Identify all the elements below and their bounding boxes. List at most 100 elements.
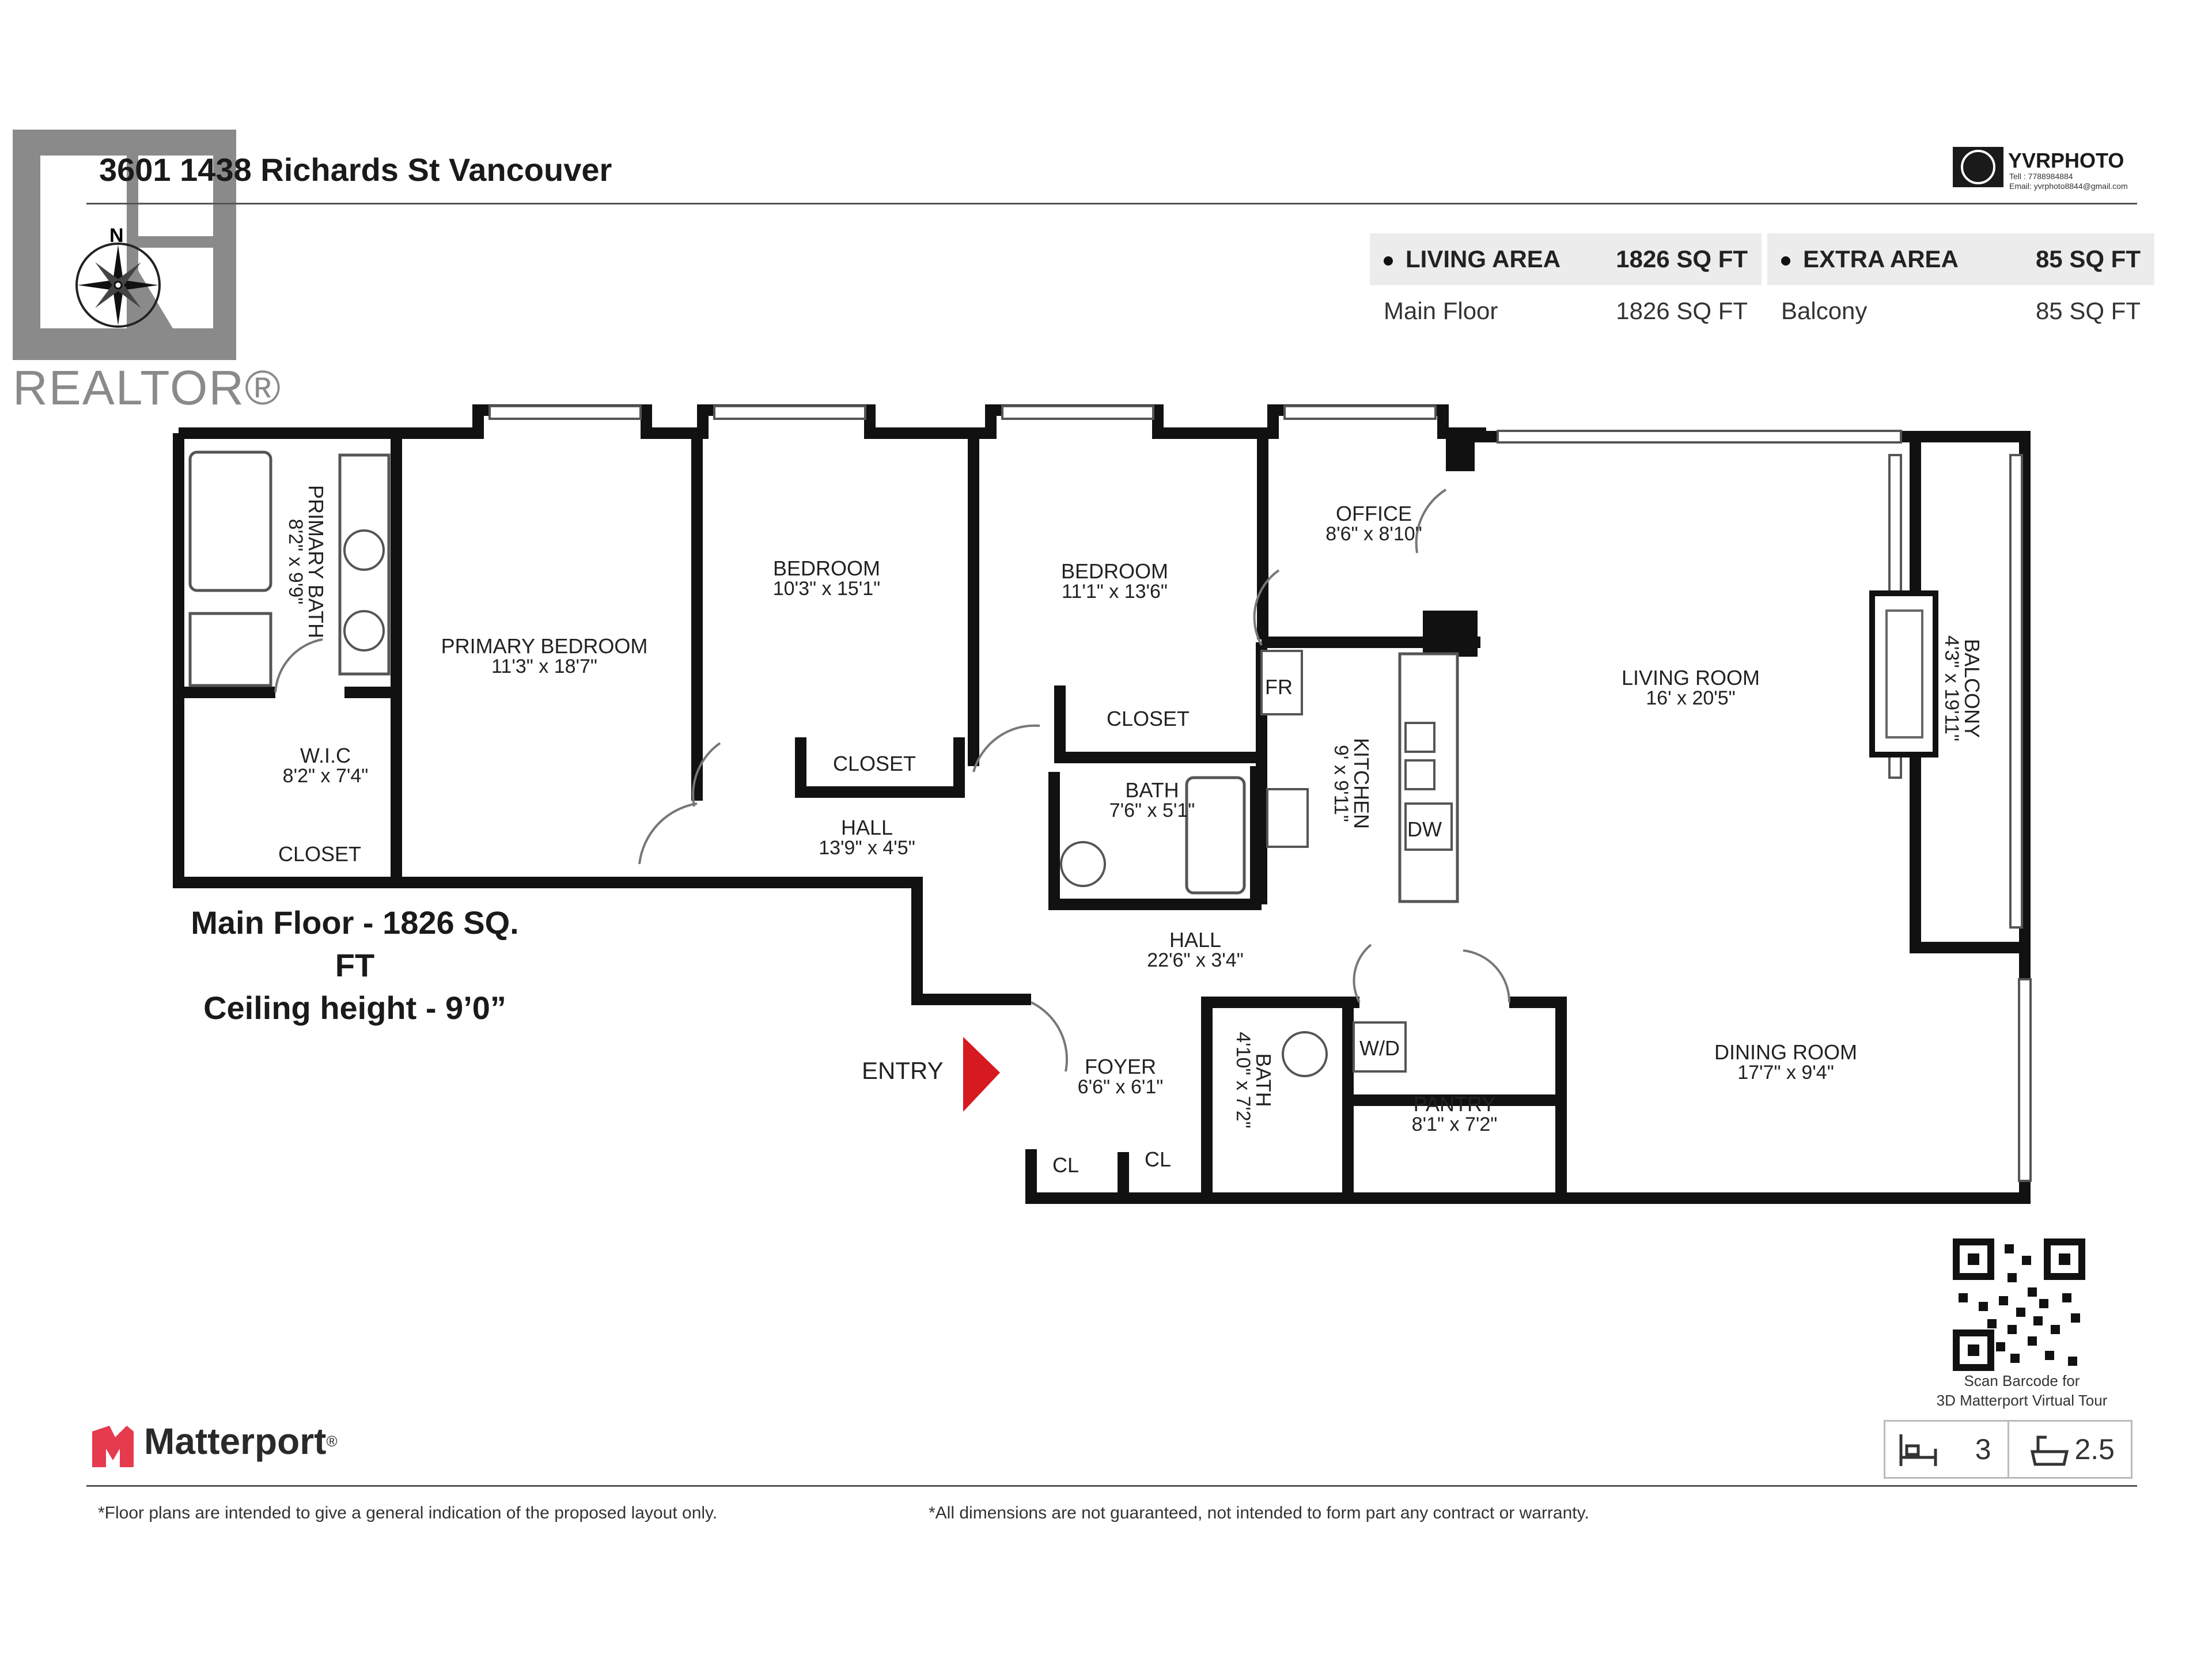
floor-area-text: Main Floor - 1826 SQ. FT — [191, 904, 519, 983]
room-name: LIVING ROOM — [1622, 666, 1760, 690]
photographer-contact: Tell : 7788984884 Email: yvrphoto8844@gm… — [2009, 172, 2128, 191]
living-area-header: LIVING AREA 1826 SQ FT — [1370, 233, 1762, 285]
room-name: HALL — [841, 816, 893, 839]
fixture-label: DW — [1407, 817, 1442, 841]
room-dimensions: 22'6" x 3'4" — [1147, 949, 1244, 971]
balcony-label: Balcony — [1781, 297, 1868, 324]
extra-area-total: 85 SQ FT — [2035, 245, 2141, 272]
qr-code — [1953, 1238, 2085, 1371]
bathtub-icon — [188, 450, 272, 592]
room-dimensions: 8'6" x 8'10" — [1325, 523, 1422, 545]
room-name: FOYER — [1085, 1055, 1156, 1078]
fixture-label: W/D — [1359, 1036, 1400, 1060]
room-name: W.I.C — [300, 744, 351, 767]
footer-divider — [86, 1485, 2137, 1487]
room-dimensions: 6'6" x 6'1" — [1078, 1076, 1164, 1098]
room-dimensions: 4'10" x 7'2" — [1232, 1032, 1254, 1128]
qr-caption-line2: 3D Matterport Virtual Tour — [1936, 1392, 2108, 1409]
room-name: BATH — [1125, 778, 1179, 802]
fixture-label: CLOSET — [1107, 707, 1190, 730]
extra-area-row: Balcony 85 SQ FT — [1767, 285, 2154, 337]
floor-summary: Main Floor - 1826 SQ. FT Ceiling height … — [171, 902, 539, 1029]
toilet-icon — [1060, 841, 1106, 887]
room-name: BATH — [1252, 1053, 1275, 1107]
photographer-name: YVRPHOTO — [2008, 149, 2124, 172]
entry-arrow-icon — [963, 1037, 1000, 1112]
photographer-tel: Tell : 7788984884 — [2009, 172, 2073, 181]
entry-label: ENTRY — [862, 1057, 944, 1084]
extra-area-header: EXTRA AREA 85 SQ FT — [1767, 233, 2154, 285]
living-area-total: 1826 SQ FT — [1616, 245, 1748, 272]
room-name: DINING ROOM — [1714, 1040, 1857, 1064]
room-name: BEDROOM — [1061, 559, 1168, 583]
room-dimensions: 8'2" x 9'9" — [285, 519, 306, 605]
room-name: OFFICE — [1336, 502, 1412, 525]
room-dimensions: 13'9" x 4'5" — [819, 837, 915, 859]
matterport-logo-icon — [92, 1426, 134, 1467]
photographer-email: Email: yvrphoto8844@gmail.com — [2009, 181, 2128, 191]
room-name: PRIMARY BEDROOM — [441, 634, 648, 658]
room-dimensions: 10'3" x 15'1" — [773, 578, 880, 600]
bullet-icon — [1384, 256, 1393, 266]
room-name: BALCONY — [1960, 639, 1984, 738]
room-name: PANTRY — [1414, 1092, 1496, 1116]
extra-area-table: EXTRA AREA 85 SQ FT Balcony 85 SQ FT — [1767, 233, 2154, 337]
room-dimensions: 8'1" x 7'2" — [1412, 1113, 1498, 1135]
qr-caption-line1: Scan Barcode for — [1964, 1372, 2080, 1389]
bed-count: 3 — [1885, 1422, 2008, 1477]
balcony-value: 85 SQ FT — [2035, 297, 2141, 324]
living-area-table: LIVING AREA 1826 SQ FT Main Floor 1826 S… — [1370, 233, 1762, 337]
room-dimensions: 9' x 9'11" — [1330, 745, 1352, 822]
bed-count-value: 3 — [1975, 1433, 1991, 1465]
shower-icon — [188, 612, 272, 687]
room-name: BEDROOM — [773, 556, 880, 580]
bath-count-value: 2.5 — [2074, 1433, 2115, 1465]
room-name: KITCHEN — [1350, 738, 1373, 829]
bullet-icon — [1781, 256, 1790, 266]
fixture-label: CLOSET — [833, 752, 916, 775]
room-dimensions: 7'6" x 5'1" — [1109, 800, 1195, 821]
room-dimensions: 11'1" x 13'6" — [1062, 581, 1168, 603]
bathtub-count-icon — [2030, 1435, 2069, 1466]
matterport-wordmark: Matterport — [144, 1421, 327, 1462]
room-dimensions: 16' x 20'5" — [1646, 687, 1736, 709]
living-area-label: LIVING AREA — [1406, 245, 1561, 272]
ceiling-height-text: Ceiling height - 9’0” — [203, 990, 506, 1026]
fireplace — [1869, 590, 1938, 757]
compass-north-label: N — [109, 225, 124, 247]
room-dimensions: 4'3" x 19'11" — [1941, 635, 1963, 741]
room-count-box: 3 2.5 — [1884, 1420, 2133, 1479]
fixture-label: FR — [1265, 675, 1293, 699]
room-dimensions: 11'3" x 18'7" — [491, 656, 597, 677]
main-floor-value: 1826 SQ FT — [1616, 297, 1748, 324]
cooktop-icon — [1266, 788, 1309, 848]
room-name: HALL — [1169, 928, 1221, 952]
fixture-label: CLOSET — [278, 842, 361, 866]
main-floor-label: Main Floor — [1384, 297, 1498, 324]
registered-mark: ® — [326, 1432, 338, 1450]
fixture-label: CL — [1052, 1153, 1079, 1177]
bed-icon — [1899, 1434, 1937, 1466]
room-dimensions: 17'7" x 9'4" — [1737, 1062, 1834, 1084]
room-name: PRIMARY BATH — [304, 485, 328, 638]
door-swings — [274, 488, 1511, 1072]
room-label: W.I.C8'2" x 7'4" — [283, 744, 369, 787]
extra-area-label: EXTRA AREA — [1803, 245, 1959, 272]
